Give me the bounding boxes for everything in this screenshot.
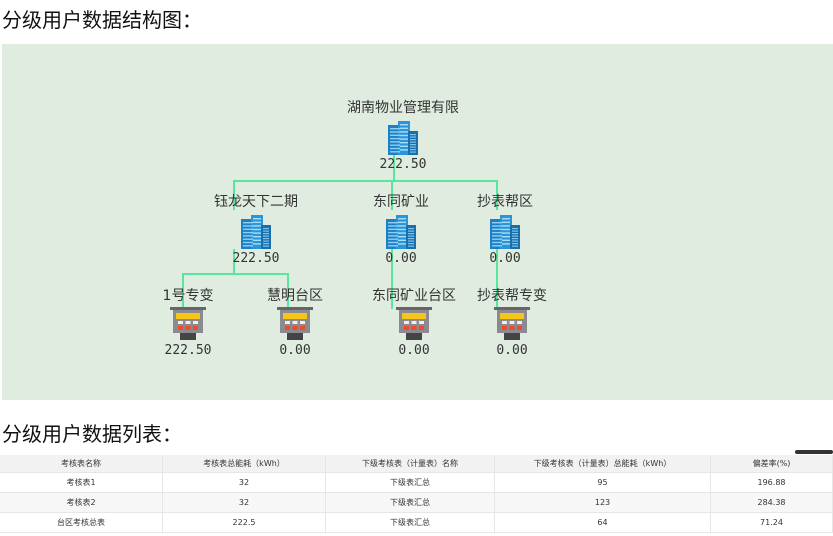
table-cell: 下级表汇总: [325, 472, 495, 493]
table-cell: 95: [494, 472, 711, 493]
table-cell: 下级表汇总: [325, 512, 495, 533]
column-header: 偏差率(%): [710, 455, 833, 473]
tree-node[interactable]: 东同矿业 0.00: [331, 191, 471, 266]
node-label: 1号专变: [162, 288, 214, 304]
meter-icon: [118, 307, 258, 341]
table-cell: 32: [162, 472, 326, 493]
table-header-row: 考核表名称 考核表总能耗（kWh） 下级考核表（计量表）名称 下级考核表（计量表…: [0, 455, 833, 473]
node-value: 0.00: [385, 251, 417, 266]
tree-node[interactable]: 慧明台区 0.00: [225, 285, 365, 358]
table-cell: 64: [494, 512, 711, 533]
column-header: 下级考核表（计量表）总能耗（kWh）: [494, 455, 711, 473]
list-title: 分级用户数据列表：: [2, 422, 182, 446]
table-cell: 考核表1: [0, 472, 163, 493]
node-value: 0.00: [398, 343, 430, 358]
building-icon: [186, 213, 326, 249]
tree-node[interactable]: 抄表帮专变 0.00: [442, 285, 582, 358]
meter-icon: [225, 307, 365, 341]
table-cell: 下级表汇总: [325, 492, 495, 513]
diagram-title: 分级用户数据结构图：: [2, 8, 202, 32]
building-icon: [331, 213, 471, 249]
table-cell: 222.5: [162, 512, 326, 533]
table-cell: 32: [162, 492, 326, 513]
tree-diagram: [2, 44, 833, 400]
node-label: 东同矿业: [373, 194, 429, 210]
node-label: 钰龙天下二期: [214, 194, 298, 210]
scroll-indicator[interactable]: [795, 450, 833, 454]
table-cell: 考核表2: [0, 492, 163, 513]
building-icon: [333, 119, 473, 155]
tree-node[interactable]: 1号专变 222.50: [118, 285, 258, 358]
meter-icon: [344, 307, 484, 341]
tree-node[interactable]: 湖南物业管理有限 222.50: [333, 97, 473, 172]
building-icon: [435, 213, 575, 249]
tree-node[interactable]: 东同矿业台区 0.00: [344, 285, 484, 358]
node-value: 222.50: [379, 157, 427, 172]
node-label: 东同矿业台区: [372, 288, 456, 304]
table-cell: 台区考核总表: [0, 512, 163, 533]
tree-node[interactable]: 抄表帮区 0.00: [435, 191, 575, 266]
column-header: 下级考核表（计量表）名称: [325, 455, 495, 473]
column-header: 考核表总能耗（kWh）: [162, 455, 326, 473]
node-value: 0.00: [279, 343, 311, 358]
table-cell: 71.24: [710, 512, 833, 533]
node-label: 慧明台区: [267, 288, 323, 304]
user-data-table: 考核表名称 考核表总能耗（kWh） 下级考核表（计量表）名称 下级考核表（计量表…: [0, 455, 833, 533]
node-label: 抄表帮区: [477, 194, 533, 210]
node-value: 0.00: [496, 343, 528, 358]
node-label: 抄表帮专变: [477, 288, 547, 304]
table-cell: 196.88: [710, 472, 833, 493]
node-value: 222.50: [232, 251, 280, 266]
table-cell: 123: [494, 492, 711, 513]
node-value: 222.50: [164, 343, 212, 358]
node-label: 湖南物业管理有限: [347, 100, 459, 116]
node-value: 0.00: [489, 251, 521, 266]
column-header: 考核表名称: [0, 455, 163, 473]
table-cell: 284.38: [710, 492, 833, 513]
meter-icon: [442, 307, 582, 341]
tree-node[interactable]: 钰龙天下二期 222.50: [186, 191, 326, 266]
